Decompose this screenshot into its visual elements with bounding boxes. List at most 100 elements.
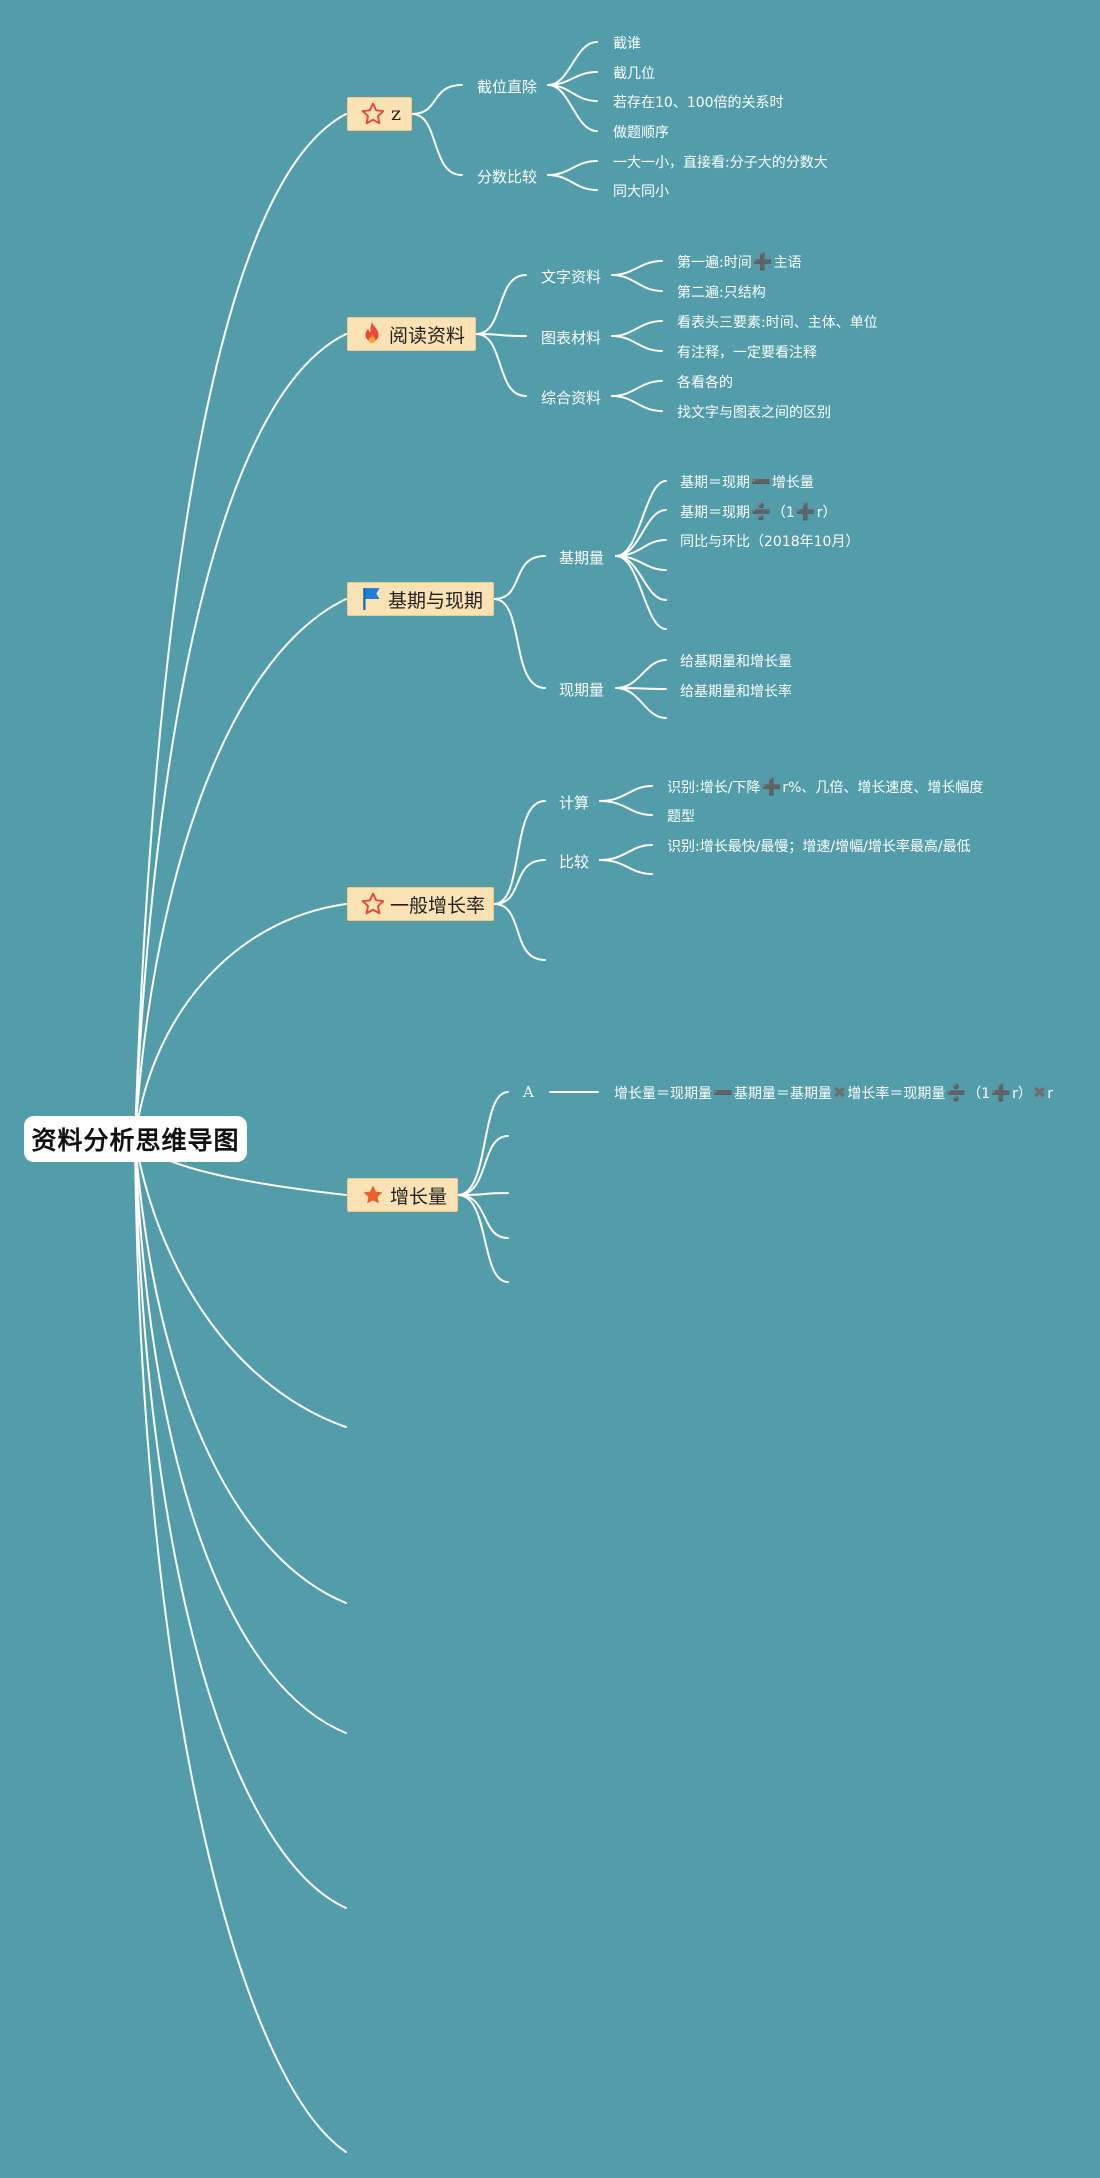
leaf-node[interactable]: 基期＝现期➖增长量	[680, 472, 814, 492]
leaf-node[interactable]: 同大同小	[613, 184, 669, 200]
leaf-text: r	[1047, 1086, 1054, 1102]
leaf-node[interactable]: 第二遍:只结构	[677, 285, 766, 301]
subtopic-compare[interactable]: 比较	[559, 853, 590, 871]
leaf-node[interactable]: 找文字与图表之间的区别	[677, 405, 831, 421]
leaf-node[interactable]: 做题顺序	[613, 125, 669, 141]
leaf-node[interactable]: 给基期量和增长量	[680, 654, 792, 670]
leaf-node[interactable]: 有注释，一定要看注释	[677, 345, 817, 361]
multiply-icon: ✖	[1032, 1083, 1047, 1102]
subtopic-base-amount[interactable]: 基期量	[559, 549, 605, 567]
connector-t2s2-l2	[611, 335, 663, 352]
leaf-text: （1	[771, 505, 795, 521]
connector-t4s2-l2	[599, 859, 653, 875]
subtopic-calculate[interactable]: 计算	[559, 794, 590, 812]
leaf-text: 增长量＝现期量	[614, 1086, 712, 1102]
leaf-text: 基期＝现期	[680, 505, 750, 521]
subtopic-combined-material[interactable]: 综合资料	[541, 389, 602, 407]
topic-label: 一般增长率	[390, 894, 486, 917]
connector-t3-s2	[493, 598, 546, 689]
connector-t5-e2	[457, 1192, 509, 1196]
connector-t4s2-l1	[599, 844, 653, 861]
topic-read-materials[interactable]: 阅读资料	[347, 317, 476, 351]
plus-icon: ➕	[991, 1083, 1012, 1102]
subtopic-a[interactable]: A	[523, 1083, 534, 1101]
topic-label: 基期与现期	[388, 589, 484, 612]
leaf-node[interactable]: 第一遍:时间➕主语	[677, 252, 802, 272]
minus-icon: ➖	[713, 1083, 733, 1102]
connector-root-topic-4	[134, 903, 347, 1140]
connector-root-empty-1	[134, 1138, 347, 1428]
leaf-node[interactable]: 题型	[667, 809, 695, 825]
connector-t4-s1	[493, 800, 546, 905]
star-outline-icon	[360, 100, 387, 128]
leaf-node[interactable]: 给基期量和增长率	[680, 684, 792, 700]
subtopic-current-amount[interactable]: 现期量	[559, 681, 605, 699]
connector-t5-s1	[457, 1091, 509, 1196]
root-title: 资料分析思维导图	[31, 1126, 240, 1155]
connector-root-topic-3	[134, 598, 347, 1140]
divide-icon: ➗	[751, 502, 771, 521]
connector-t1s2-l2	[547, 174, 598, 191]
connector-root-empty-3	[134, 1138, 347, 1734]
connector-t4-s2	[493, 859, 546, 905]
connector-t3-s1	[493, 555, 546, 600]
plus-icon: ➕	[761, 777, 782, 796]
leaf-node[interactable]: 截谁	[613, 36, 641, 52]
topic-growth-amount[interactable]: 增长量	[347, 1178, 458, 1212]
star-filled-icon	[360, 1181, 386, 1209]
connector-t3s1-l6	[615, 555, 667, 630]
leaf-node[interactable]: 一大一小，直接看:分子大的分数大	[613, 155, 828, 171]
connector-t3s1-l1	[615, 480, 667, 557]
leaf-text: 基期量＝基期量	[733, 1086, 832, 1102]
subtopic-truncate-divide[interactable]: 截位直除	[477, 78, 538, 96]
leaf-node[interactable]: 识别:增长/下降➕r%、几倍、增长速度、增长幅度	[667, 777, 983, 797]
leaf-node[interactable]: 看表头三要素:时间、主体、单位	[677, 315, 878, 331]
connector-t4-empty	[493, 903, 546, 961]
connector-root-empty-4	[134, 1138, 347, 1909]
plus-icon: ➕	[752, 252, 773, 271]
connector-root-topic-2	[134, 333, 347, 1140]
topic-base-current-period[interactable]: 基期与现期	[347, 582, 494, 616]
connector-root-empty-5	[134, 1138, 347, 2153]
connector-t3s2-l3	[615, 687, 667, 719]
minus-icon: ➖	[751, 472, 771, 491]
connector-t2-s2	[475, 333, 527, 337]
leaf-text: r）	[1012, 1086, 1032, 1102]
connector-t2s3-l1	[611, 380, 663, 397]
leaf-text: 识别:增长/下降	[667, 780, 761, 796]
subtopic-text-material[interactable]: 文字资料	[541, 268, 602, 286]
leaf-text: r）	[816, 505, 837, 521]
connector-t5-e4	[457, 1194, 509, 1283]
connector-t2-s3	[475, 333, 527, 397]
leaf-node[interactable]: 识别:增长最快/最慢；增速/增幅/增长率最高/最低	[667, 839, 971, 855]
connector-t2s1-l1	[611, 260, 663, 276]
connector-root-topic-1	[134, 113, 347, 1140]
leaf-node[interactable]: 增长量＝现期量➖基期量＝基期量✖增长率＝现期量➗（1➕r）✖r	[614, 1083, 1053, 1103]
topic-general-growth-rate[interactable]: 一般增长率	[347, 887, 494, 921]
subtopic-chart-material[interactable]: 图表材料	[541, 329, 602, 347]
leaf-node[interactable]: 各看各的	[677, 375, 733, 391]
flag-icon	[360, 585, 384, 613]
leaf-text: r%、几倍、增长速度、增长幅度	[782, 780, 984, 796]
root-node[interactable]: 资料分析思维导图	[24, 1116, 247, 1162]
subtopic-fraction-compare[interactable]: 分数比较	[477, 168, 538, 186]
leaf-node[interactable]: 若存在10、100倍的关系时	[613, 95, 784, 111]
topic-label: z	[390, 103, 401, 125]
connector-t2s2-l1	[611, 320, 663, 337]
leaf-text: 第一遍:时间	[677, 255, 752, 271]
connector-t2s3-l2	[611, 395, 663, 412]
topic-z[interactable]: z	[347, 97, 412, 131]
star-outline-icon	[360, 890, 386, 918]
fire-icon	[360, 320, 385, 348]
topic-label: 阅读资料	[388, 324, 465, 347]
connector-t1s1-l4	[547, 84, 598, 132]
connector-t5-e3	[457, 1194, 509, 1239]
leaf-node[interactable]: 截几位	[613, 66, 655, 82]
connector-t1-s2	[411, 113, 463, 176]
connector-t4s1-l1	[599, 785, 653, 802]
leaf-node[interactable]: 基期＝现期➗（1➕r）	[680, 502, 837, 522]
leaf-node[interactable]: 同比与环比（2018年10月）	[680, 534, 860, 550]
connector-t2-s1	[475, 274, 527, 335]
divide-icon: ➗	[946, 1083, 967, 1102]
